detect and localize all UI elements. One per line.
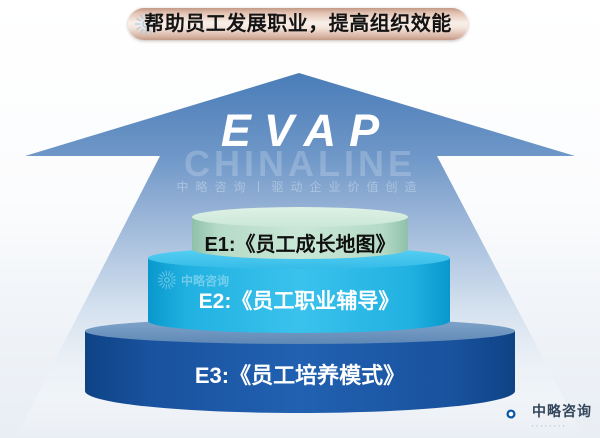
tier-e3-body [85,331,515,413]
banner-title: 帮助员工发展职业，提高组织效能 [144,13,452,35]
arrow-label-evap: EVAP [220,105,393,156]
tier-e2: 中略咨询 E2:《员工职业辅导》 [148,247,450,333]
starburst-icon [157,270,177,290]
gear-watermark-icon [134,12,158,36]
chinaline-watermark: CHINALINE [184,143,416,184]
tier-e2-label: E2:《员工职业辅导》 [198,290,400,313]
tier-e1-top-ellipse [192,207,408,227]
tier-e2-body [148,258,450,333]
brand-watermark-badge: 中略咨询 [156,269,229,291]
company-logo-burst-icon [493,401,518,427]
tier-e1-label: E1:《员工成长地图》 [204,234,396,256]
brand-watermark-text: 中略咨询 [181,273,230,288]
slogan-watermark: 中略咨询丨驱动企业价值创造 [176,180,424,194]
tier-e3-label: E3:《员工培养模式》 [194,363,406,388]
title-banner: 帮助员工发展职业，提高组织效能 [128,8,468,40]
company-logo-name: 中略咨询 [532,402,592,419]
tier-e3: E3:《员工培养模式》 [85,318,515,413]
company-logo: 中略咨询 ▪▪▪▪▪▪▪▪ [492,395,592,433]
tier-e1: E1:《员工成长地图》 [192,207,408,259]
company-logo-tagline: ▪▪▪▪▪▪▪▪ [532,422,568,428]
